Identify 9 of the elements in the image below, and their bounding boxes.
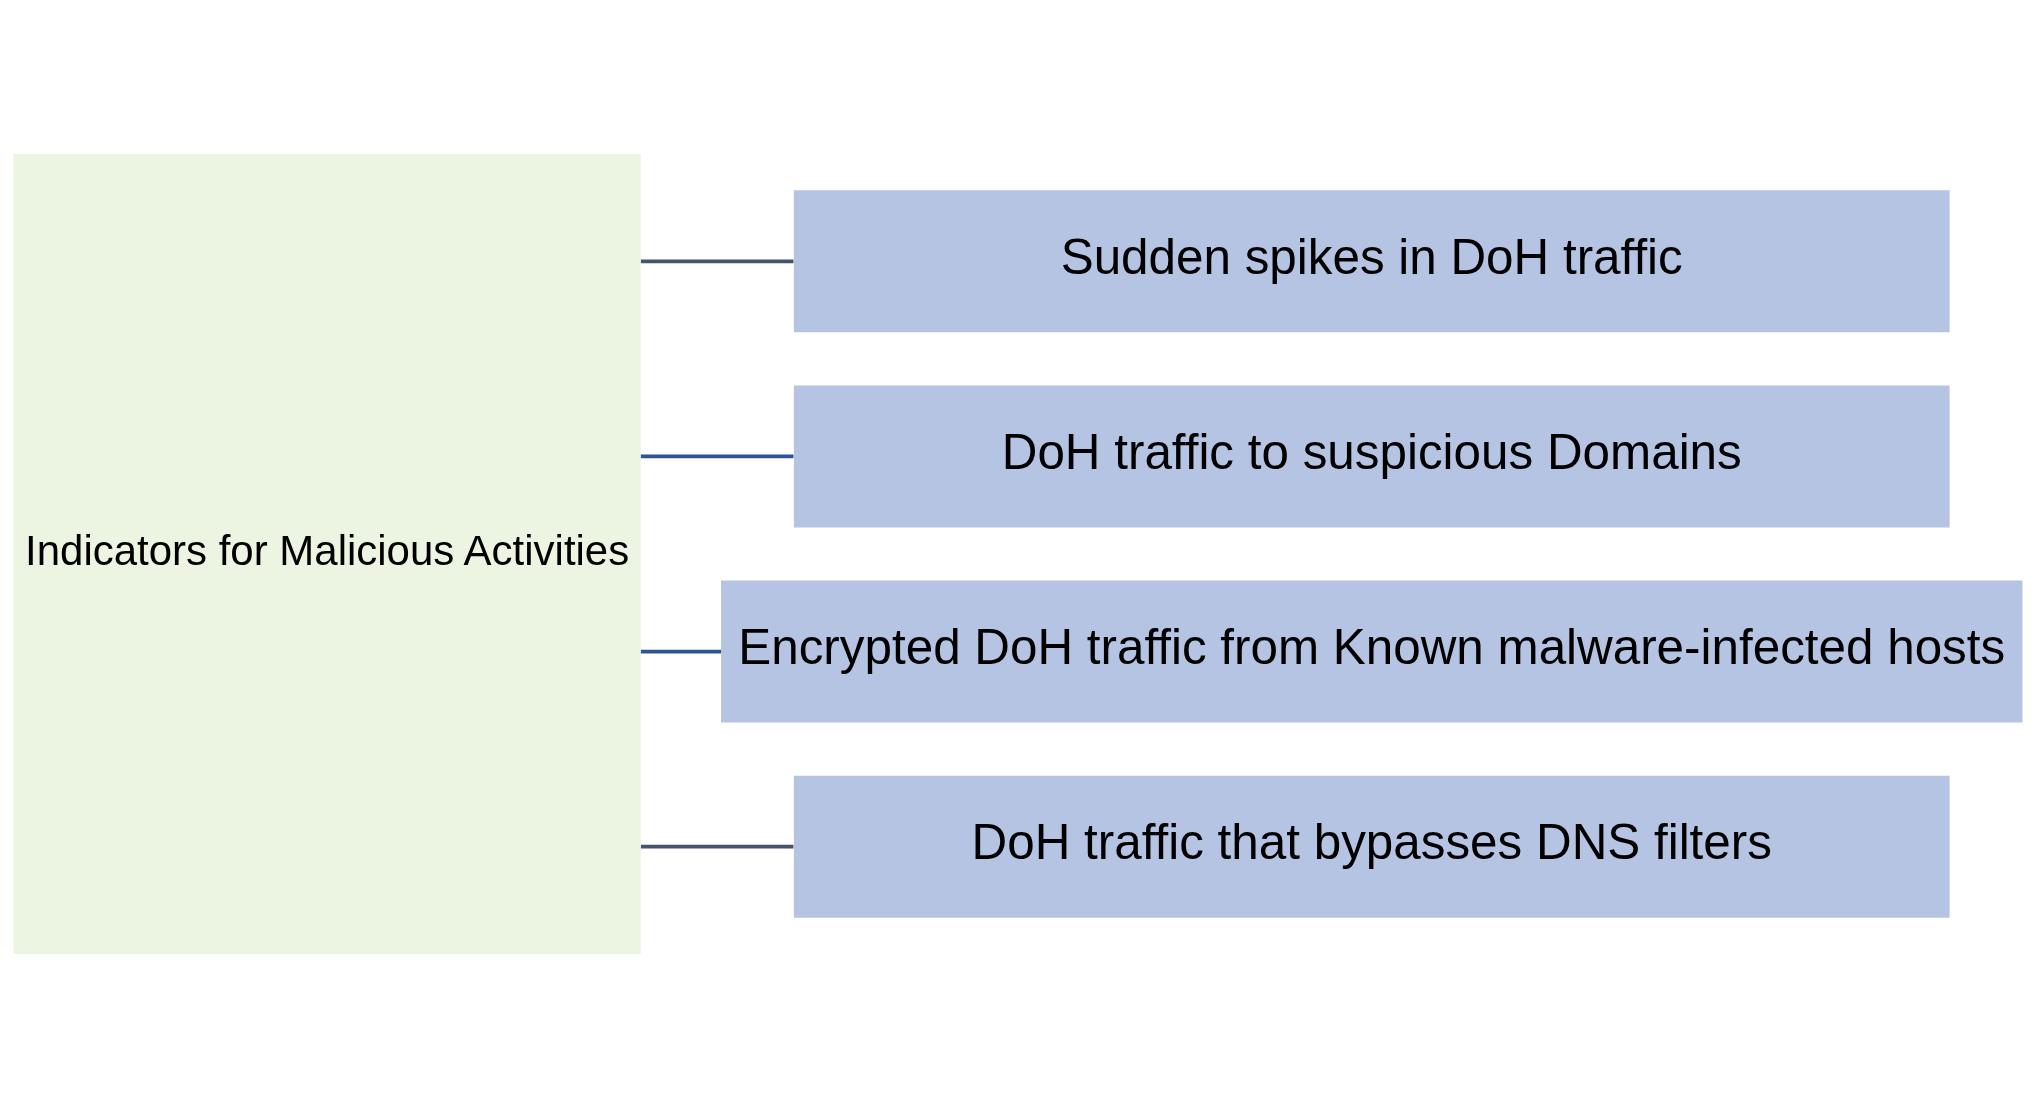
node-box: DoH traffic to suspicious Domains xyxy=(793,385,1950,528)
connector xyxy=(640,454,794,459)
connector xyxy=(640,844,794,849)
connector xyxy=(640,649,722,654)
node-box: Sudden spikes in DoH traffic xyxy=(793,190,1950,333)
connector xyxy=(640,259,794,264)
node-box: Encrypted DoH traffic from Known malware-infected hosts xyxy=(721,580,2023,723)
node-box: Indicators for Malicious Activities xyxy=(13,153,641,955)
node-box: DoH traffic that bypasses DNS filters xyxy=(793,775,1950,918)
